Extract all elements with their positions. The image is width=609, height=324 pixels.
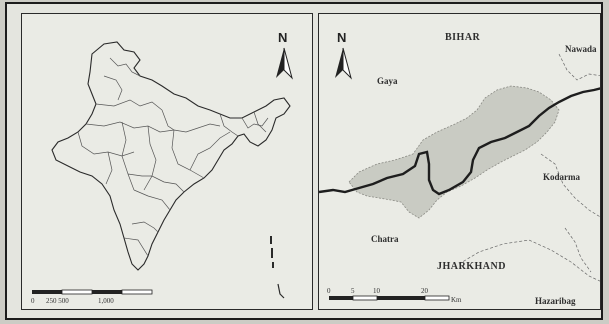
label-bihar: BIHAR: [445, 32, 481, 43]
scale-label-right-5: 5: [351, 287, 355, 295]
label-chatra: Chatra: [371, 234, 399, 244]
study-area-map-panel: N BIHAR Gaya Nawada Kodarma Chatra JHARK…: [318, 13, 601, 310]
label-hazaribag: Hazaribag: [535, 296, 576, 306]
north-label-right: N: [337, 30, 347, 45]
label-gaya: Gaya: [377, 76, 398, 86]
north-label-left: N: [278, 30, 288, 45]
india-map-panel: N 0 250 500 1,000: [21, 13, 313, 310]
label-kodarma: Kodarma: [543, 172, 580, 182]
study-area-region: [348, 85, 560, 219]
scale-label-left-0: 0: [31, 297, 35, 305]
india-outline-map: [32, 41, 293, 299]
scale-bar-left: [32, 289, 153, 295]
scale-label-right-10: 10: [373, 287, 380, 295]
scale-label-left-1: 250 500: [46, 297, 69, 305]
scale-label-right-0: 0: [327, 287, 331, 295]
scale-bar-right: [329, 295, 450, 301]
scale-label-right-20: 20: [421, 287, 428, 295]
state-boundaries: [77, 57, 269, 257]
andaman-islands: [270, 236, 274, 268]
map-figure-frame: N 0 250 500 1,000: [5, 2, 603, 320]
scale-label-left-2: 1,000: [98, 297, 114, 305]
study-area-map: [319, 47, 600, 301]
north-arrow-icon: [335, 47, 352, 80]
state-boundary-line: [319, 87, 600, 196]
nicobar-islands: [277, 283, 285, 299]
district-boundaries: [458, 53, 600, 282]
label-nawada: Nawada: [565, 44, 597, 54]
india-boundary: [51, 41, 291, 271]
scale-unit-km: Km: [451, 296, 462, 304]
label-jharkhand: JHARKHAND: [437, 261, 506, 272]
north-arrow-icon: [276, 47, 293, 80]
